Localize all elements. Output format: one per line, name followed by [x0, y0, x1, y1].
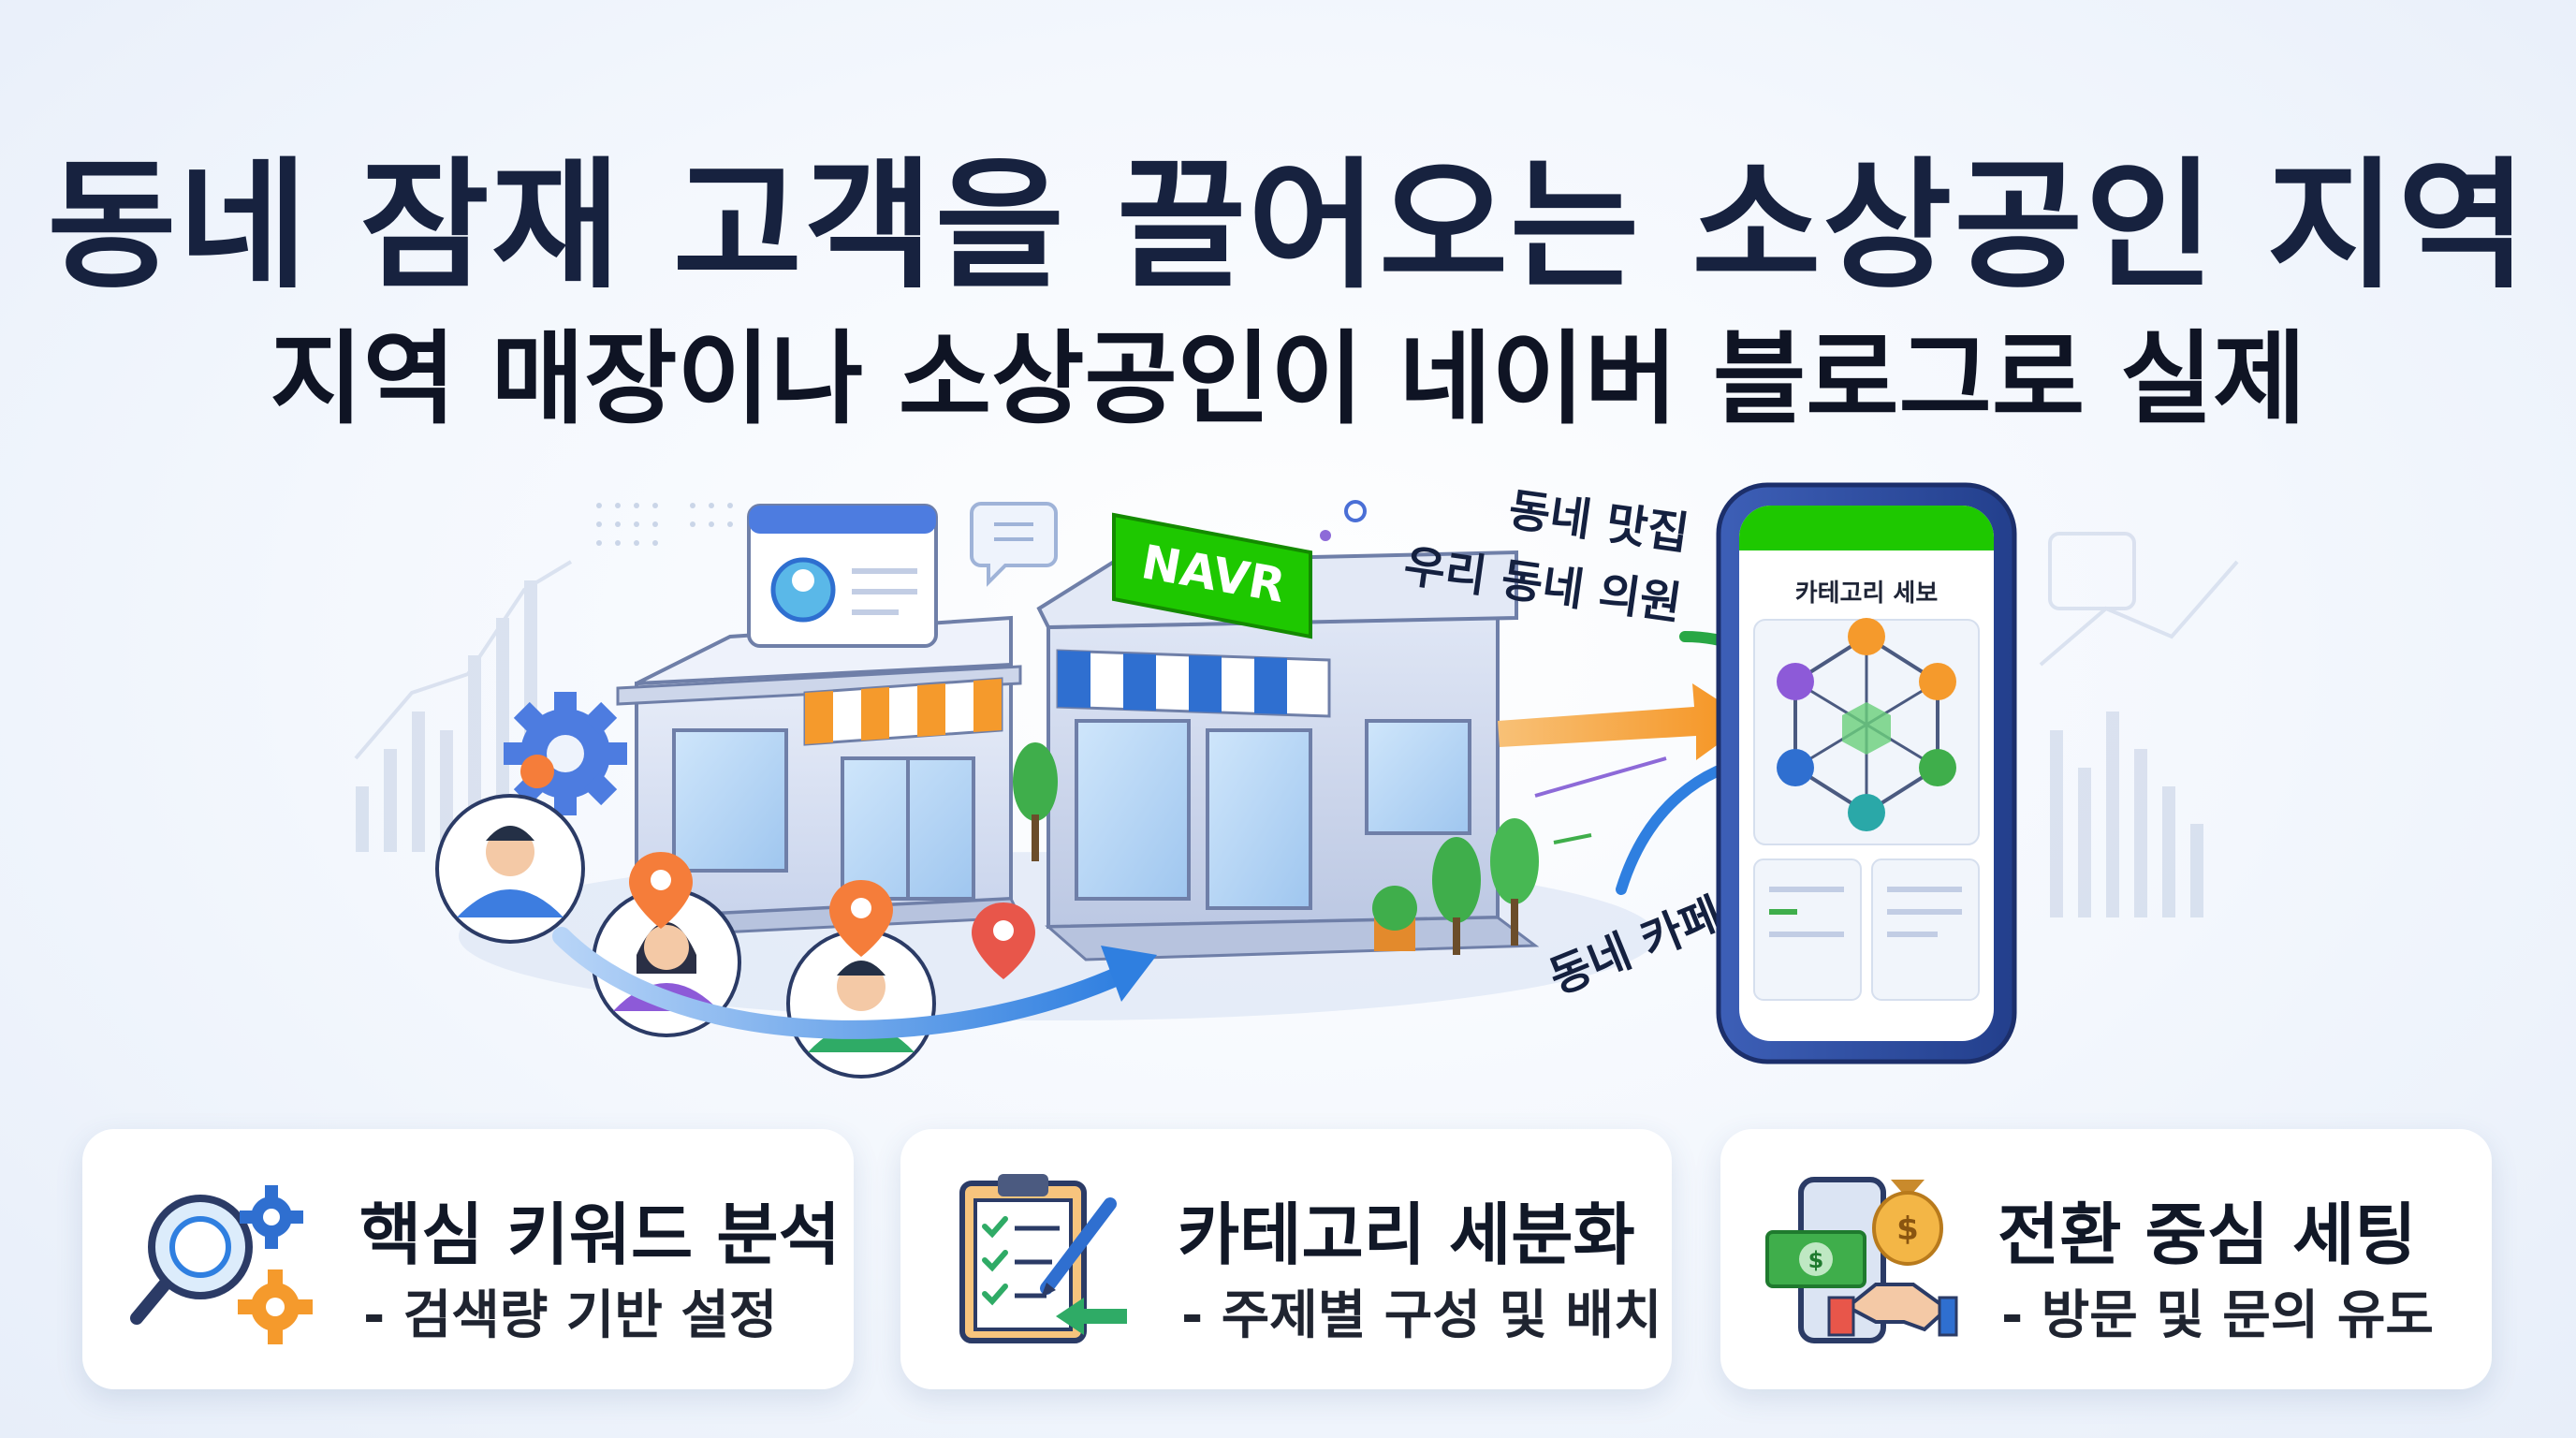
feature-desc: - 주제별 구성 및 배치 [1181, 1285, 1662, 1346]
feature-title: 카테고리 세분화 [1178, 1196, 1635, 1274]
magnifier-gears-icon [130, 1185, 313, 1344]
smartphone: 카테고리 세보 [1716, 482, 2017, 1064]
clipboard-checklist-icon [959, 1174, 1127, 1343]
svg-text:$: $ [1896, 1211, 1919, 1248]
dot-pattern [596, 503, 733, 546]
deco-dot [1320, 530, 1331, 541]
background-chart-right [2039, 532, 2239, 917]
naver-store: NAVR [1036, 512, 1540, 961]
chat-bubble-icon [970, 502, 1058, 587]
hero-illustration: NAVR [354, 482, 2239, 1078]
feature-card-keyword: 핵심 키워드 분석 - 검색량 기반 설정 [82, 1129, 854, 1389]
label-local-restaurant: 동네 맛집 [1505, 483, 1691, 560]
page-title: 동네 잠재 고객을 끌어오는 소상공인 지역 [47, 145, 2529, 308]
feature-card-category: 카테고리 세분화 - 주제별 구성 및 배치 [900, 1129, 1672, 1389]
orange-awning [803, 677, 1003, 746]
feature-title: 핵심 키워드 분석 [359, 1196, 841, 1274]
map-pin-icon [520, 755, 1035, 979]
flow-arrowhead-blue [1101, 946, 1157, 1002]
flow-arrow-orange [1498, 683, 1750, 760]
flow-line-green [1553, 833, 1592, 844]
page-subtitle: 지역 매장이나 소상공인이 네이버 블로그로 실제 [270, 321, 2306, 438]
tree-icon [1013, 742, 1539, 955]
browser-window-icon [747, 504, 938, 648]
category-network-icon [1777, 618, 1956, 831]
avatar-customer-1 [435, 794, 585, 944]
blue-awning [1056, 649, 1331, 718]
navr-sign: NAVR [1112, 512, 1312, 639]
svg-text:$: $ [1808, 1247, 1824, 1273]
feature-desc: - 검색량 기반 설정 [363, 1285, 778, 1346]
phone-title: 카테고리 세보 [1795, 580, 1939, 608]
deco-circle [1344, 500, 1367, 522]
flow-line-purple [1534, 756, 1667, 798]
flow-arrow-blue [552, 927, 1133, 1039]
phone-money-handshake-icon: $ $ [1765, 1177, 1958, 1343]
feature-title: 전환 중심 세팅 [1998, 1196, 2417, 1274]
left-store [616, 504, 1023, 938]
feature-desc: - 방문 및 문의 유도 [2001, 1285, 2434, 1346]
feature-card-conversion: $ $ 전환 중심 세팅 - 방문 및 문의 유도 [1720, 1129, 2492, 1389]
